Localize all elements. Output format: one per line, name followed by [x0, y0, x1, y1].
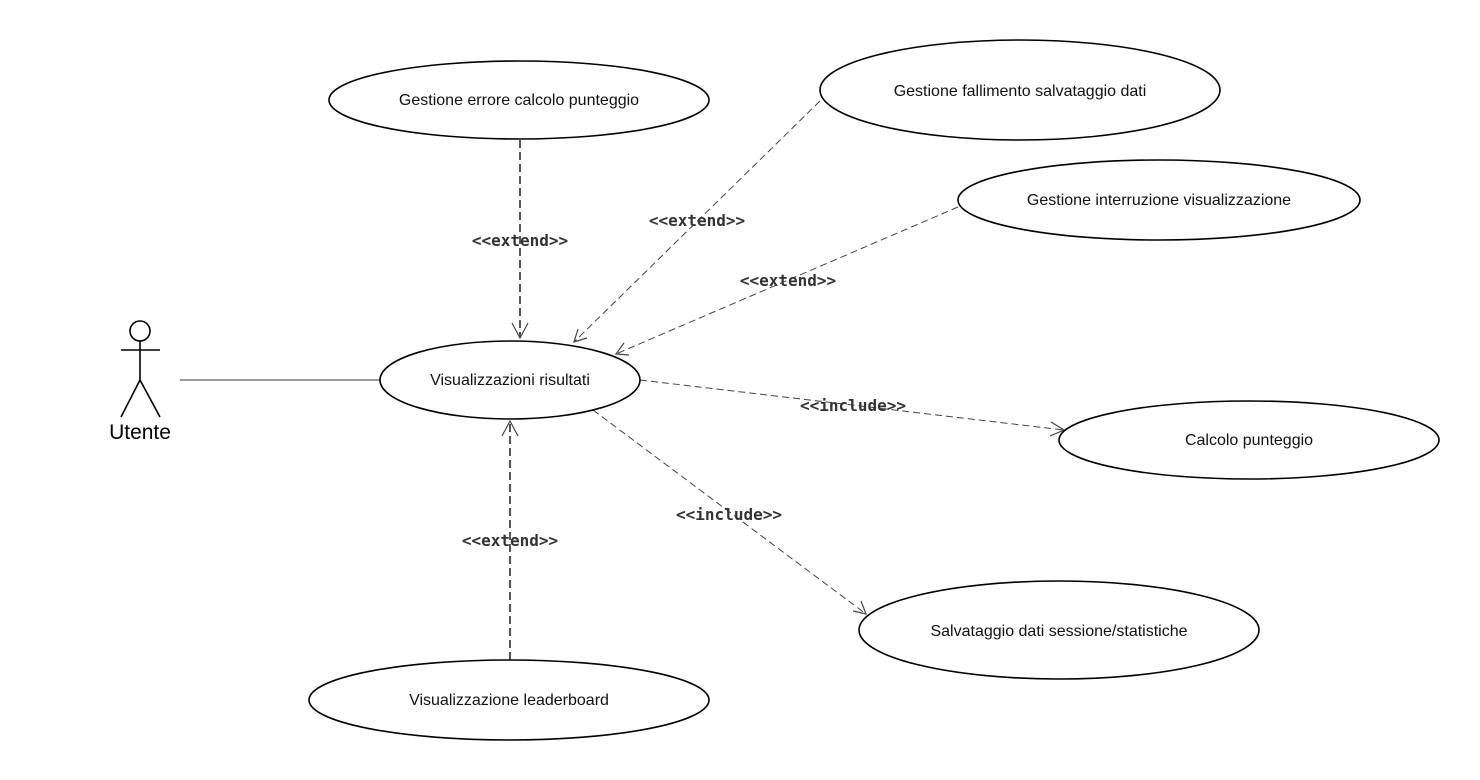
use-case-fallimento-salvataggio[interactable]: Gestione fallimento salvataggio dati	[819, 39, 1221, 141]
actor-label: Utente	[109, 421, 171, 444]
relation-extend-fallimento: <<extend>>	[573, 100, 821, 343]
arrow-head	[511, 322, 529, 340]
extend-label: <<extend>>	[462, 531, 558, 550]
use-case-visualizzazioni-risultati[interactable]: Visualizzazioni risultati	[379, 340, 641, 420]
use-case-label: Visualizzazione leaderboard	[409, 692, 609, 709]
use-case-label: Gestione fallimento salvataggio dati	[894, 83, 1147, 100]
use-case-label: Calcolo punteggio	[1185, 432, 1313, 449]
use-case-label: Salvataggio dati sessione/statistiche	[930, 623, 1187, 640]
use-case-interruzione[interactable]: Gestione interruzione visualizzazione	[957, 159, 1361, 241]
use-case-calcolo-punteggio[interactable]: Calcolo punteggio	[1058, 400, 1440, 480]
relation-extend-leaderboard: <<extend>>	[462, 419, 558, 660]
use-case-label: Gestione interruzione visualizzazione	[1027, 192, 1291, 209]
use-case-salvataggio[interactable]: Salvataggio dati sessione/statistiche	[858, 580, 1260, 680]
extend-label: <<extend>>	[472, 231, 568, 250]
extend-label: <<extend>>	[740, 271, 836, 290]
actor-right-leg	[139, 379, 161, 418]
relation-extend-errore: <<extend>>	[472, 140, 568, 340]
use-case-label: Visualizzazioni risultati	[430, 372, 590, 389]
actor-utente[interactable]: Utente	[109, 320, 171, 444]
include-line	[639, 379, 1065, 431]
arrow-head	[501, 419, 519, 437]
relation-extend-interruzione: <<extend>>	[614, 206, 959, 356]
relation-include-calcolo: <<include>>	[639, 379, 1066, 437]
arrow-head	[852, 600, 867, 615]
actor-left-leg	[120, 379, 141, 418]
use-case-leaderboard[interactable]: Visualizzazione leaderboard	[308, 659, 710, 741]
arrow-head	[614, 342, 630, 356]
include-line	[592, 409, 867, 615]
include-label: <<include>>	[800, 396, 906, 415]
use-case-errore-punteggio[interactable]: Gestione errore calcolo punteggio	[328, 60, 710, 140]
extend-line	[573, 100, 821, 343]
actor-head	[129, 320, 151, 342]
use-case-label: Gestione errore calcolo punteggio	[399, 92, 639, 109]
relation-include-salvataggio: <<include>>	[592, 409, 867, 615]
arrow-head	[573, 328, 588, 343]
extend-label: <<extend>>	[649, 211, 745, 230]
extend-line	[615, 206, 959, 355]
include-label: <<include>>	[676, 505, 782, 524]
